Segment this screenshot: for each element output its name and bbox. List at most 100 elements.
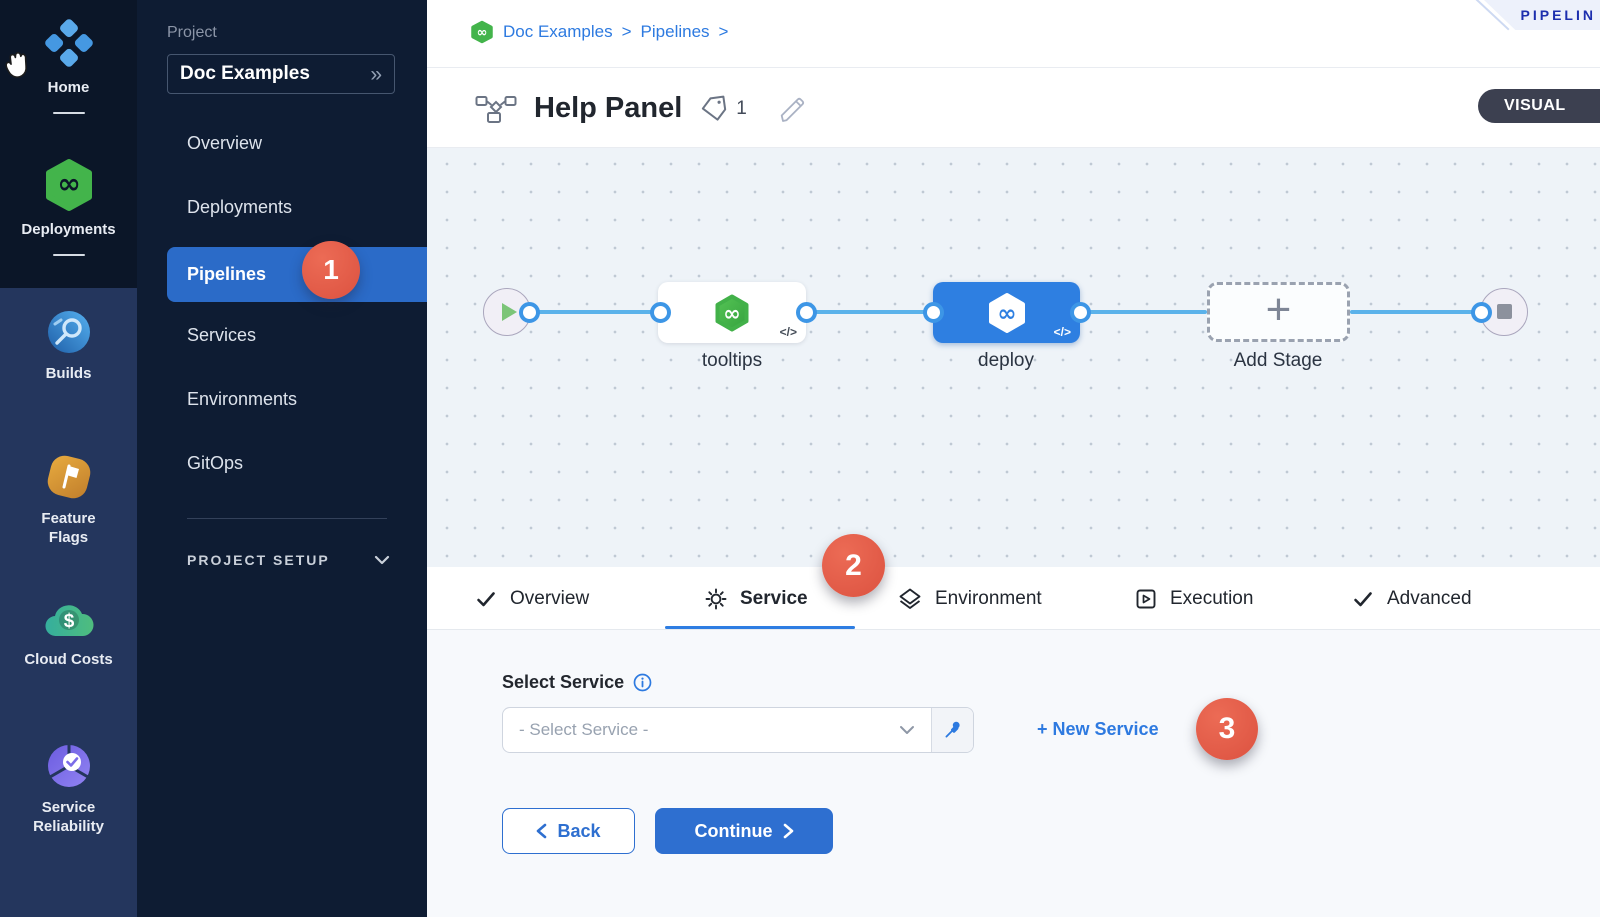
breadcrumb-project[interactable]: Doc Examples [503,22,613,41]
stage-label-add-stage: Add Stage [1233,350,1323,371]
rail-item-builds[interactable]: Builds [0,308,137,384]
pipeline-edge [1350,310,1481,314]
gear-icon [705,588,727,609]
chevron-down-icon [374,555,389,565]
sidebar-item-environments[interactable]: Environments [187,389,298,409]
sidebar-item-overview[interactable]: Overview [187,133,263,153]
rail-item-feature-flags[interactable]: Feature Flags [0,453,137,548]
annotation-badge-2: 2 [822,534,885,597]
pipeline-studio-label: PIPELIN [1520,7,1596,23]
new-service-button[interactable]: + New Service [1037,719,1159,739]
breadcrumb-pipelines[interactable]: Pipelines [640,22,710,41]
harness-logo-icon: ∞ [471,20,493,44]
module-rail: Home ∞ Deployments Builds [0,0,137,917]
chevron-down-icon [900,726,914,734]
deployments-icon: ∞ [45,159,92,211]
project-setup-label: PROJECT SETUP [187,552,330,568]
breadcrumb: ∞ Doc Examples > Pipelines > [470,20,728,44]
tab-label: Execution [1170,587,1254,609]
back-button-label: Back [557,820,601,841]
project-section-label: Project [167,24,217,41]
project-setup-toggle[interactable]: PROJECT SETUP [187,552,390,568]
cursor-hand-icon [5,51,27,79]
continue-button[interactable]: Continue [655,808,833,854]
select-service-dropdown[interactable]: - Select Service - [502,707,974,753]
rail-divider [52,111,85,114]
pipeline-edge [529,310,660,314]
main-content: ∞ Doc Examples > Pipelines > PIPELIN [427,0,1600,917]
rail-item-deployments[interactable]: ∞ Deployments [0,158,137,256]
stage-label-deploy: deploy [978,350,1034,371]
pipeline-header: Help Panel 1 VISUAL [427,68,1600,148]
rail-divider [52,253,85,256]
sidebar-item-deployments[interactable]: Deployments [187,197,293,217]
rail-item-label: Feature Flags [41,510,96,546]
annotation-badge-3: 3 [1196,698,1258,760]
select-service-value: - Select Service - [519,720,649,739]
svg-text:∞: ∞ [57,167,80,200]
builds-icon [47,311,90,353]
visual-yaml-toggle[interactable]: VISUAL [1478,89,1600,123]
tab-execution[interactable]: Execution [1135,567,1253,630]
rail-item-home[interactable]: Home [0,16,137,114]
tab-service[interactable]: Service [705,567,808,630]
select-service-value-area[interactable]: - Select Service - [503,708,931,752]
rail-item-label: Builds [45,365,92,382]
pin-runtime-input-button[interactable] [931,708,973,752]
tab-environment[interactable]: Environment [898,567,1042,630]
tab-label: Overview [510,587,590,609]
svg-text:$: $ [63,611,74,632]
project-name: Doc Examples [180,63,310,84]
project-selector[interactable]: Doc Examples » [167,54,395,94]
pin-icon [945,721,960,738]
svg-text:∞: ∞ [997,301,1016,327]
breadcrumb-separator: > [718,22,729,41]
rail-item-label: Home [47,79,90,96]
select-service-label: Select Service [502,672,652,693]
rail-item-cloud-costs[interactable]: $ Cloud Costs [0,598,137,670]
tab-advanced[interactable]: Advanced [1352,567,1472,630]
pipeline-end-node [1480,288,1528,336]
expand-panel-icon[interactable]: » [370,62,382,86]
code-icon: </> [1053,325,1071,339]
stop-icon [1497,304,1512,319]
tab-overview[interactable]: Overview [475,567,589,630]
service-tab-panel: Select Service - Select Service - [427,630,1600,917]
sidebar-item-pipelines[interactable]: Pipelines [167,247,427,302]
home-icon [44,19,93,67]
project-sidebar: Project Doc Examples » Overview Deployme… [137,0,427,917]
edit-pencil-icon[interactable] [778,95,806,123]
rail-item-label: Deployments [21,221,116,238]
select-service-label-text: Select Service [502,672,625,692]
stage-tooltips[interactable]: ∞ </> [658,282,806,343]
stage-deploy[interactable]: ∞ </> [933,282,1080,343]
breadcrumb-bar: ∞ Doc Examples > Pipelines > PIPELIN [427,0,1600,68]
pipeline-canvas[interactable]: ∞ </> ∞ </> + too [427,148,1600,567]
play-icon [502,303,517,321]
add-stage-button[interactable]: + [1207,282,1350,342]
sidebar-item-services[interactable]: Services [187,325,257,345]
sidebar-item-gitops[interactable]: GitOps [187,453,244,473]
code-icon: </> [779,325,797,339]
svg-text:∞: ∞ [723,301,741,325]
node-port [519,302,540,323]
rail-item-label: Service Reliability [33,799,104,835]
back-button[interactable]: Back [502,808,635,854]
feature-flags-icon [47,455,90,499]
annotation-badge-1: 1 [302,241,360,299]
tab-label: Service [740,587,808,609]
stage-label-tooltips: tooltips [701,350,763,371]
divider [187,518,387,519]
check-icon [477,591,495,606]
check-icon [1354,591,1372,606]
node-port [796,302,817,323]
rail-item-service-reliability[interactable]: Service Reliability [0,742,137,837]
stage-tabbar: Overview Service [427,567,1600,630]
continue-button-label: Continue [694,820,773,841]
sidebar-item-label: Pipelines [187,264,267,284]
info-icon[interactable] [633,673,652,692]
tag-count: 1 [736,97,747,119]
module-rail-active-section [0,0,137,288]
tab-label: Advanced [1387,587,1472,609]
